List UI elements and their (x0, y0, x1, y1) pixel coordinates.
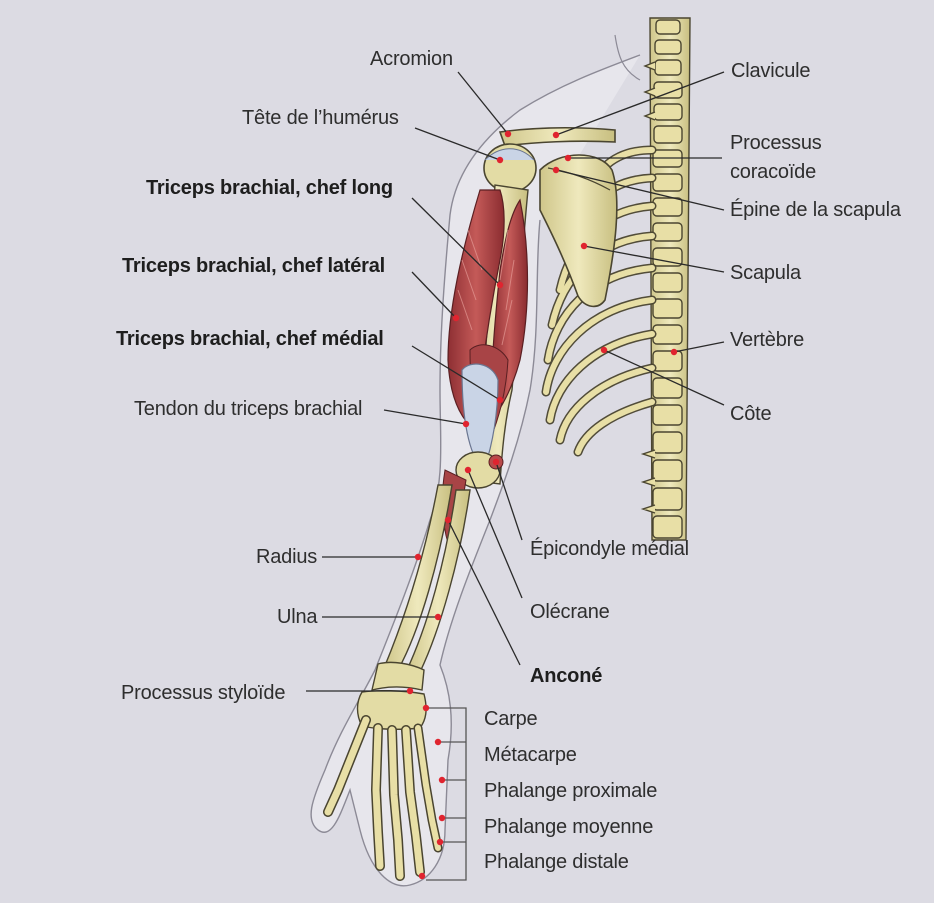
marker-carpus (422, 704, 430, 712)
label-cote: Côte (730, 403, 772, 425)
forearm-bones (371, 484, 471, 691)
marker-humerus-head (496, 156, 504, 164)
marker-tendon (462, 420, 470, 428)
marker-middle-phalanx (438, 814, 446, 822)
label-triceps-medial: Triceps brachial, chef médial (116, 328, 384, 350)
marker-metacarpus (434, 738, 442, 746)
label-clavicule: Clavicule (731, 60, 811, 82)
marker-radius (414, 553, 422, 561)
label-radius: Radius (256, 546, 318, 568)
label-phalange-moyenne: Phalange moyenne (484, 816, 654, 838)
hand-bones (323, 689, 443, 881)
label-scapula: Scapula (730, 262, 801, 284)
marker-clavicle (552, 131, 560, 139)
marker-olecranon (464, 466, 472, 474)
marker-triceps-medial (496, 396, 504, 404)
vertebral-column (640, 17, 691, 541)
marker-scapula (580, 242, 588, 250)
marker-vertebra (670, 348, 678, 356)
marker-epicondyle (492, 458, 500, 466)
marker-distal-phalanx (436, 838, 444, 846)
label-acromion: Acromion (370, 48, 453, 70)
label-ancone: Anconé (530, 665, 603, 687)
triceps-tendon (461, 363, 499, 472)
marker-triceps-long (496, 281, 504, 289)
marker-spine (552, 166, 560, 174)
label-ulna: Ulna (277, 606, 318, 628)
label-processus-coracoide-line1: Processus (730, 132, 822, 154)
scapula-bone (539, 154, 618, 308)
label-olecrane: Olécrane (530, 601, 610, 623)
label-triceps-lateral: Triceps brachial, chef latéral (122, 255, 386, 277)
marker-acromion (504, 130, 512, 138)
marker-proximal-phalanx (438, 776, 446, 784)
label-triceps-long: Triceps brachial, chef long (146, 177, 393, 199)
label-phalange-proximale: Phalange proximale (484, 780, 658, 802)
markers (406, 130, 678, 880)
label-phalange-distale: Phalange distale (484, 851, 629, 873)
label-epicondyle-medial: Épicondyle médial (530, 538, 689, 560)
marker-coracoid (564, 154, 572, 162)
label-epine-scapula: Épine de la scapula (730, 199, 901, 221)
label-metacarpe: Métacarpe (484, 744, 577, 766)
label-tendon-triceps: Tendon du triceps brachial (134, 398, 363, 420)
marker-rib (600, 346, 608, 354)
label-carpe: Carpe (484, 708, 538, 730)
hand-bracket (426, 707, 467, 881)
leader-lines (306, 71, 725, 692)
marker-anconeus (444, 516, 452, 524)
humerus-head (483, 143, 537, 193)
label-processus-coracoide-line2: coracoïde (730, 161, 817, 183)
marker-ulna (434, 613, 442, 621)
label-processus-styloide: Processus styloïde (121, 682, 286, 704)
marker-fingertip (418, 872, 426, 880)
marker-triceps-lateral (452, 314, 460, 322)
label-vertebre: Vertèbre (730, 329, 805, 351)
marker-styloid (406, 687, 414, 695)
label-tete-humerus: Tête de l’humérus (242, 107, 399, 129)
